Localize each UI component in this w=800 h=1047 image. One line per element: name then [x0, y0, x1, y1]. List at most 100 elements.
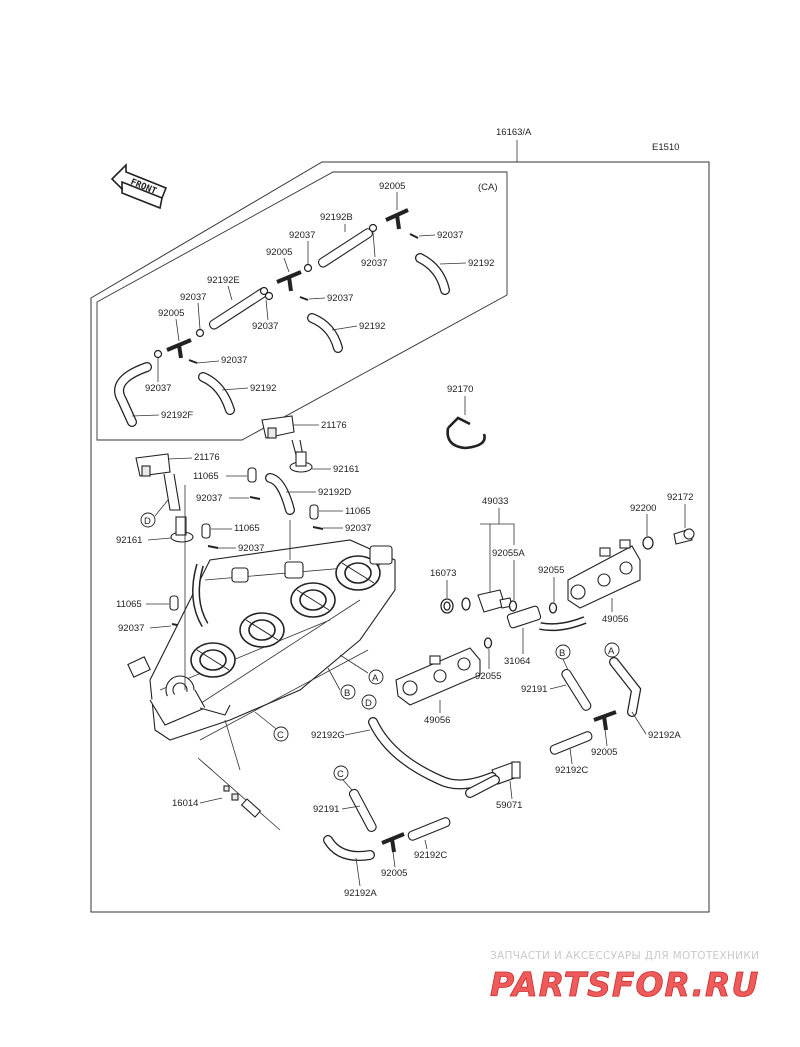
label-92192a-b: 92192A	[344, 888, 377, 899]
label-92192d: 92192D	[318, 487, 351, 498]
callout-c-hose-label: C	[337, 769, 344, 780]
callout-d-body-label: D	[144, 516, 151, 527]
hose-92192c-lower	[407, 817, 451, 841]
label-92172: 92172	[667, 492, 693, 503]
callout-c-body	[273, 726, 289, 742]
label-92037-b: 92037	[361, 258, 387, 269]
t-joint-92005-mid	[276, 270, 302, 292]
label-92005-b: 92005	[266, 247, 292, 258]
label-11065-a: 11065	[193, 471, 219, 482]
label-92037-j: 92037	[345, 523, 371, 534]
callout-a-hose	[604, 642, 620, 658]
fitting-92161-left	[170, 516, 194, 543]
t-joint-92005-right	[593, 710, 617, 731]
callout-b-body-label: B	[344, 688, 350, 699]
callout-d-hose	[361, 694, 377, 710]
label-59071: 59071	[496, 800, 522, 811]
label-92192c-a: 92192C	[555, 765, 588, 776]
label-11065-c: 11065	[234, 523, 260, 534]
ca-label: (CA)	[478, 182, 498, 193]
hose-92191-upper	[561, 668, 592, 711]
callout-a-body	[368, 669, 384, 685]
outer-border	[90, 161, 710, 913]
callout-c-body-label: C	[277, 730, 284, 741]
callout-d-hose-label: D	[365, 698, 372, 709]
fitting-92161-right	[289, 451, 313, 473]
label-92037-k: 92037	[238, 543, 264, 554]
label-21176-a: 21176	[321, 420, 347, 431]
label-92191-b: 92191	[313, 804, 339, 815]
label-92037-h: 92037	[145, 383, 171, 394]
clip-92037-set	[153, 223, 419, 364]
callout-c-hose	[333, 765, 349, 781]
label-92037-e: 92037	[252, 321, 278, 332]
label-92037-a: 92037	[289, 230, 315, 241]
hose-92192g	[369, 718, 496, 789]
label-21176-b: 21176	[194, 452, 220, 463]
throttle-body-assembly	[127, 539, 396, 741]
label-92037-g: 92037	[221, 355, 247, 366]
hose-92192a-lower	[324, 836, 374, 860]
sensor-21176-left	[135, 453, 181, 511]
label-92170: 92170	[447, 384, 473, 395]
label-49056-b: 49056	[424, 715, 450, 726]
label-49056-a: 49056	[602, 614, 628, 625]
label-31064: 31064	[504, 656, 530, 667]
label-92005-c: 92005	[158, 308, 184, 319]
t-joint-92005-low	[166, 338, 192, 359]
label-16014: 16014	[172, 798, 198, 809]
caps-11065	[169, 467, 319, 611]
hose-92192c-upper	[549, 731, 593, 755]
label-92037-i: 92037	[196, 493, 222, 504]
label-92005-d: 92005	[591, 747, 617, 758]
ca-box	[96, 171, 508, 441]
callout-b-body	[340, 684, 356, 700]
label-92192e: 92192E	[207, 275, 240, 286]
callout-b-hose-label: B	[559, 648, 565, 659]
label-92161-b: 92161	[116, 535, 142, 546]
t-joint-92005-top	[385, 208, 409, 230]
adjuster-screw-16014	[197, 757, 281, 831]
label-92005-e: 92005	[381, 868, 407, 879]
figure-code: E1510	[652, 142, 679, 153]
hose-92192a-upper	[610, 658, 640, 716]
label-92192f: 92192F	[161, 410, 193, 421]
fuel-rail-49056-lower	[395, 647, 481, 706]
o-rings	[440, 536, 654, 649]
label-92037-f: 92037	[327, 293, 353, 304]
label-92192c-b: 92192C	[414, 850, 447, 861]
label-92055a: 92055A	[492, 548, 525, 559]
label-92037-d: 92037	[180, 292, 206, 303]
hose-92191-lower	[348, 788, 377, 832]
label-92055-b: 92055	[475, 671, 501, 682]
label-92005-a: 92005	[379, 181, 405, 192]
t-joint-92005-bottom	[381, 832, 405, 853]
label-92191-a: 92191	[521, 684, 547, 695]
label-92192-a: 92192	[468, 258, 494, 269]
throttle-linkage	[127, 656, 231, 726]
label-92037-c: 92037	[437, 230, 463, 241]
label-92037-l: 92037	[118, 623, 144, 634]
assembly-number: 16163/A	[496, 127, 532, 138]
callout-a-body-label: A	[372, 673, 379, 684]
label-92192-c: 92192	[250, 383, 276, 394]
label-92192a-a: 92192A	[648, 730, 681, 741]
fuel-pipe-49033	[477, 589, 587, 632]
callout-d-body	[140, 512, 156, 528]
label-92055-a: 92055	[538, 565, 564, 576]
clamp-92170	[446, 416, 486, 450]
watermark-logo: PARTSFOR.RU	[490, 965, 759, 1004]
fuel-rail-49056-upper	[567, 539, 641, 609]
throttle-guide-lines	[184, 485, 369, 771]
label-49033: 49033	[482, 496, 508, 507]
bolt-92172	[673, 528, 695, 545]
callout-a-hose-label: A	[608, 646, 615, 657]
label-92192b: 92192B	[320, 212, 353, 223]
label-92192-b: 92192	[359, 321, 385, 332]
label-16073: 16073	[430, 568, 456, 579]
label-11065-d: 11065	[116, 599, 142, 610]
label-11065-b: 11065	[345, 506, 371, 517]
label-92192g: 92192G	[311, 730, 345, 741]
watermark-tagline: ЗАПЧАСТИ И АКСЕССУАРЫ ДЛЯ МОТОТЕХНИКИ	[490, 950, 760, 962]
